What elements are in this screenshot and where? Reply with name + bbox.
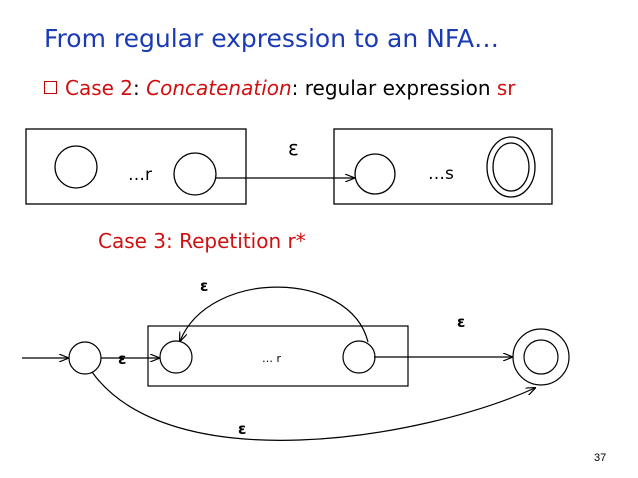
case3-heading-text: Case 3: Repetition [98, 229, 288, 253]
case2-colon: : [133, 76, 147, 100]
epsilon-skip-arrow [91, 371, 535, 441]
s-final-state-inner [492, 142, 530, 192]
checkbox-bullet-icon [44, 81, 57, 94]
epsilon-exit-label: ε [457, 313, 465, 331]
new-final-state-inner [523, 339, 559, 375]
page-number: 37 [594, 452, 607, 464]
nfa-r-box [25, 128, 247, 205]
s-label: …s [428, 164, 454, 184]
case3-heading-expr: r* [287, 229, 306, 253]
epsilon-loop-label: ε [200, 277, 208, 295]
new-start-state [68, 341, 102, 375]
r-label-repetition: … r [262, 352, 281, 365]
epsilon-enter-label: ε [118, 350, 126, 368]
s-final-state-outer [486, 136, 536, 198]
epsilon-label: ε [288, 136, 299, 160]
s-start-state [354, 153, 396, 195]
new-final-state-outer [512, 328, 570, 386]
case2-prefix: Case 2 [65, 76, 134, 100]
case3-heading: Case 3: Repetition r* [98, 229, 306, 253]
r-inner-start-state [159, 340, 193, 374]
slide-title: From regular expression to an NFA… [44, 24, 500, 53]
r-final-state [173, 152, 217, 196]
epsilon-loop-arrow [180, 286, 369, 342]
nfa-s-box [333, 128, 553, 205]
case2-bullet: Case 2: Concatenation: regular expressio… [44, 76, 516, 100]
case2-desc: : regular expression [291, 76, 497, 100]
case2-expr: sr [496, 76, 516, 100]
r-label: …r [128, 165, 152, 185]
r-inner-final-state [342, 340, 376, 374]
epsilon-skip-label: ε [238, 420, 246, 438]
nfa-r-box-repetition [147, 325, 409, 387]
case2-name: Concatenation [146, 76, 292, 100]
r-start-state [54, 145, 98, 189]
